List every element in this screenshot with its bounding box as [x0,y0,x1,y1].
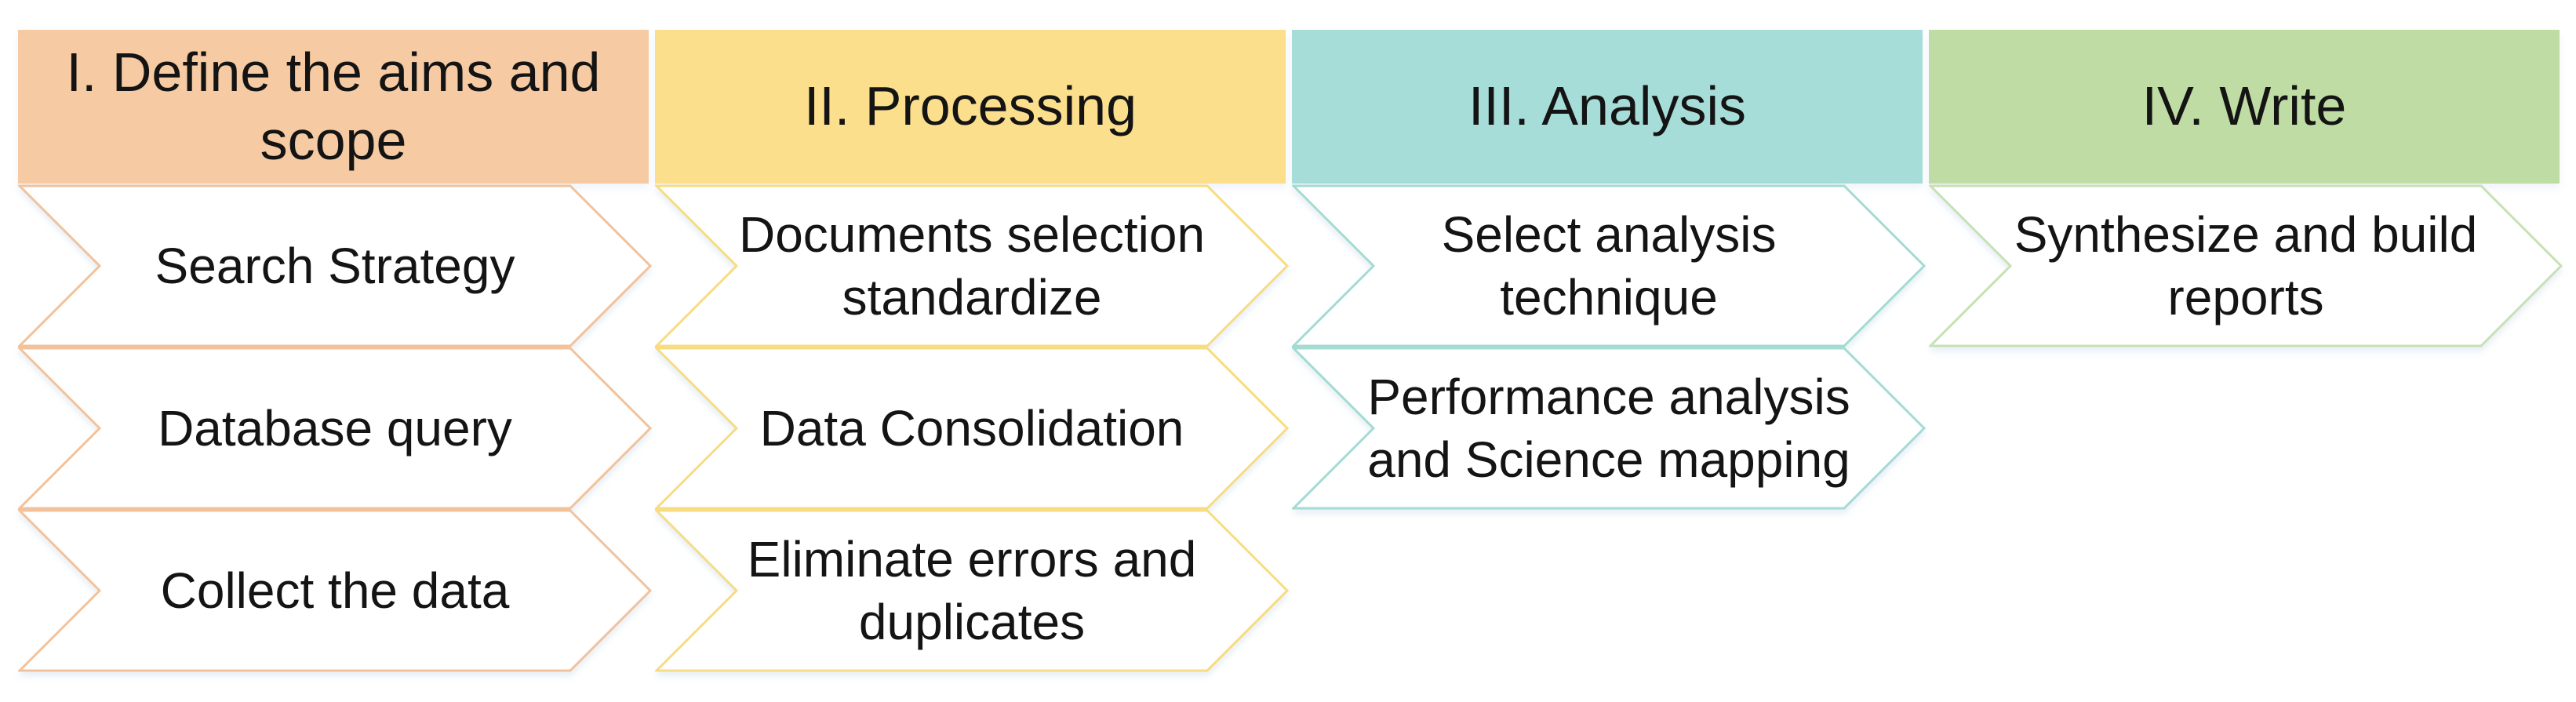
stage-header-define-aims-scope: I. Define the aims and scope [18,30,649,184]
step-eliminate-errors-and-duplicates: Eliminate errors and duplicates [655,509,1289,672]
step-synthesize-and-build-reports: Synthesize and build reports [1929,184,2563,347]
step-performance-analysis-and-science-mapping: Performance analysis and Science mapping [1292,347,1926,510]
chevron-arrow-shape [18,184,652,347]
chevron-arrow-shape [1292,184,1926,347]
chevron-outline [18,184,652,347]
chevron-arrow-shape [1292,347,1926,510]
step-data-consolidation: Data Consolidation [655,347,1289,510]
chevron-arrow-shape [655,347,1289,510]
step-label: Collect the data [160,562,510,619]
step-label: Search Strategy [155,238,515,294]
chevron-arrow-shape [655,509,1289,672]
chevron-outline [1929,184,2563,347]
chevron-arrow-shape [1929,184,2563,347]
step-label: Database query [158,400,512,456]
chevron-arrow-shape [18,509,652,672]
step-search-strategy: Search Strategy [18,184,652,347]
chevron-outline [1292,347,1926,510]
chevron-arrow-shape [655,184,1289,347]
stage-header-processing: II. Processing [655,30,1286,184]
step-label: Select analysis technique [1441,206,1777,326]
step-select-analysis-technique: Select analysis technique [1292,184,1926,347]
chevron-outline [655,347,1289,510]
step-label: Documents selection standardize [738,206,1206,326]
chevron-outline [18,509,652,672]
chevron-outline [655,184,1289,347]
chevron-outline [18,347,652,510]
step-label: Eliminate errors and duplicates [747,531,1197,650]
chevron-outline [1292,184,1926,347]
step-documents-selection-standardize: Documents selection standardize [655,184,1289,347]
chevron-arrow-shape [18,347,652,510]
stage-header-analysis: III. Analysis [1292,30,1923,184]
step-database-query: Database query [18,347,652,510]
chevron-outline [655,509,1289,672]
stage-header-write: IV. Write [1929,30,2560,184]
step-label: Synthesize and build reports [2014,206,2478,326]
step-collect-the-data: Collect the data [18,509,652,672]
step-label: Performance analysis and Science mapping [1367,369,1850,488]
step-label: Data Consolidation [759,400,1184,456]
